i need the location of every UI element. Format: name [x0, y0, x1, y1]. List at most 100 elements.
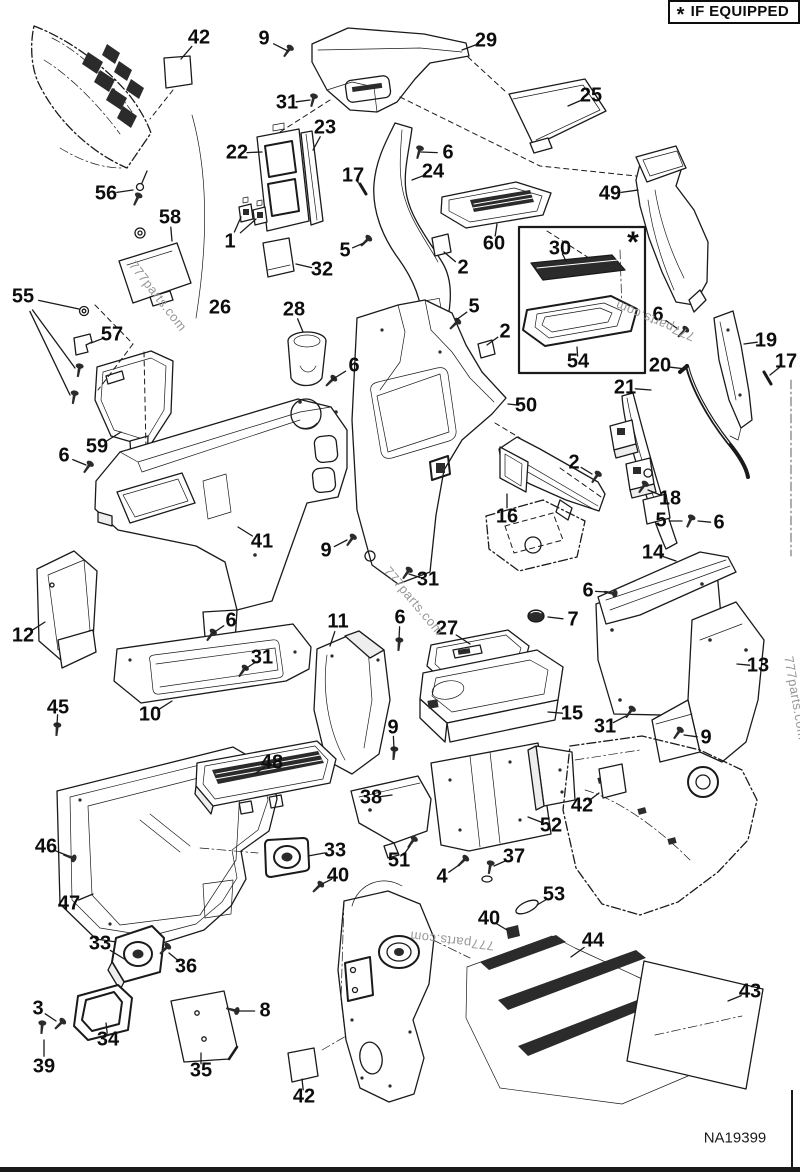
- part-16-sill: [498, 436, 606, 521]
- part-38-bracket: [350, 775, 432, 859]
- part-26-routing-curve: [191, 114, 206, 319]
- if-equipped-note: * IF EQUIPPED: [667, 0, 800, 26]
- callout-9-a: 9: [258, 27, 270, 50]
- part-11-curved-panel: [313, 630, 391, 775]
- part-32-cover: [262, 237, 295, 278]
- inset-asterisk-icon: *: [627, 226, 639, 259]
- callout-41: 41: [250, 530, 274, 553]
- floor-mat-reference: [485, 499, 586, 572]
- callout-50: 50: [514, 394, 538, 417]
- callout-33-a: 33: [323, 839, 347, 862]
- callout-6-g: 6: [652, 303, 664, 326]
- callout-38: 38: [359, 786, 383, 809]
- part-25-panel: [508, 78, 607, 154]
- callout-46: 46: [34, 835, 58, 858]
- callout-39: 39: [32, 1055, 56, 1078]
- callout-9-c: 9: [700, 726, 712, 749]
- callout-14: 14: [641, 541, 665, 564]
- part-58-module: [118, 227, 192, 307]
- callout-31-a: 31: [275, 91, 299, 114]
- callout-49: 49: [598, 182, 622, 205]
- part-12-bracket: [36, 550, 98, 669]
- part-21-assembly: [609, 392, 678, 550]
- callout-2-c: 2: [568, 451, 580, 474]
- part-24-pillar-trim: [373, 122, 451, 331]
- if-equipped-label: IF EQUIPPED: [690, 3, 789, 20]
- part-49-duct: [279, 56, 709, 313]
- callout-31-b: 31: [416, 568, 440, 591]
- callout-59: 59: [85, 435, 109, 458]
- part-17-pin-right: [762, 370, 773, 386]
- callout-55: 55: [11, 285, 35, 308]
- part-56-key: [130, 170, 148, 208]
- callout-57: 57: [100, 323, 124, 346]
- callout-40-b: 40: [477, 907, 501, 930]
- callout-17-b: 17: [774, 350, 798, 373]
- callout-56: 56: [94, 182, 118, 205]
- callout-42-a: 42: [187, 26, 211, 49]
- callout-22: 22: [225, 141, 249, 164]
- callout-51: 51: [387, 849, 411, 872]
- part-48-vent-insert: [194, 740, 337, 815]
- part-33-speaker-a: [264, 837, 311, 878]
- callout-31-c: 31: [250, 646, 274, 669]
- lift-arm-reference: [562, 735, 758, 916]
- callout-10: 10: [138, 703, 162, 726]
- asterisk-icon: *: [676, 3, 685, 26]
- callout-12: 12: [11, 624, 35, 647]
- callout-17-a: 17: [341, 164, 365, 187]
- callout-31-d: 31: [593, 715, 617, 738]
- callout-45: 45: [46, 696, 70, 719]
- callout-8: 8: [259, 999, 271, 1022]
- part-50-quarter-panel: [351, 299, 521, 585]
- callout-15: 15: [560, 702, 584, 725]
- callout-6-b: 6: [348, 354, 360, 377]
- part-2-clips: [431, 233, 604, 486]
- callout-42-c: 42: [292, 1085, 316, 1108]
- callout-6-d: 6: [713, 511, 725, 534]
- callout-47: 47: [57, 892, 81, 915]
- part-15-console-box: [419, 649, 564, 743]
- callout-13: 13: [746, 654, 770, 677]
- callout-54: 54: [566, 350, 590, 373]
- callout-23: 23: [313, 116, 337, 139]
- inset-box: [517, 225, 647, 375]
- part-10-tread-panel: [113, 623, 312, 704]
- callout-4: 4: [436, 865, 448, 888]
- pad-42-top: [149, 55, 193, 120]
- callout-35: 35: [189, 1059, 213, 1082]
- callout-6-e: 6: [582, 579, 594, 602]
- callout-42-b: 42: [570, 794, 594, 817]
- fastener-screws: [37, 43, 697, 1035]
- callout-26: 26: [208, 296, 232, 319]
- part-55-fasteners: [68, 305, 90, 405]
- pad-42-middle: [598, 763, 627, 799]
- callout-58: 58: [158, 206, 182, 229]
- part-7-cap-nut: [527, 609, 545, 623]
- callout-9-d: 9: [387, 716, 399, 739]
- callout-2-a: 2: [457, 256, 469, 279]
- callout-19: 19: [754, 329, 778, 352]
- callout-52: 52: [539, 814, 563, 837]
- callout-11: 11: [327, 610, 349, 633]
- drawing-code: NA19399: [703, 1129, 767, 1147]
- callout-43: 43: [738, 980, 762, 1003]
- part-19-strip: [713, 310, 753, 441]
- callout-33-b: 33: [88, 932, 112, 955]
- callout-60: 60: [482, 232, 506, 255]
- callout-6-a: 6: [442, 141, 454, 164]
- callout-18: 18: [658, 487, 682, 510]
- callout-53: 53: [542, 883, 566, 906]
- part-28-cup-holder: [287, 331, 327, 387]
- callout-24: 24: [421, 160, 445, 183]
- callout-32: 32: [310, 258, 334, 281]
- callout-3: 3: [32, 997, 44, 1020]
- part-34-bezel: [73, 984, 133, 1041]
- callout-37: 37: [502, 845, 526, 868]
- callout-5-b: 5: [468, 295, 480, 318]
- callout-48: 48: [260, 751, 284, 774]
- callout-2-b: 2: [499, 320, 511, 343]
- callout-29: 29: [474, 29, 498, 52]
- leader-lines: [29, 43, 781, 1091]
